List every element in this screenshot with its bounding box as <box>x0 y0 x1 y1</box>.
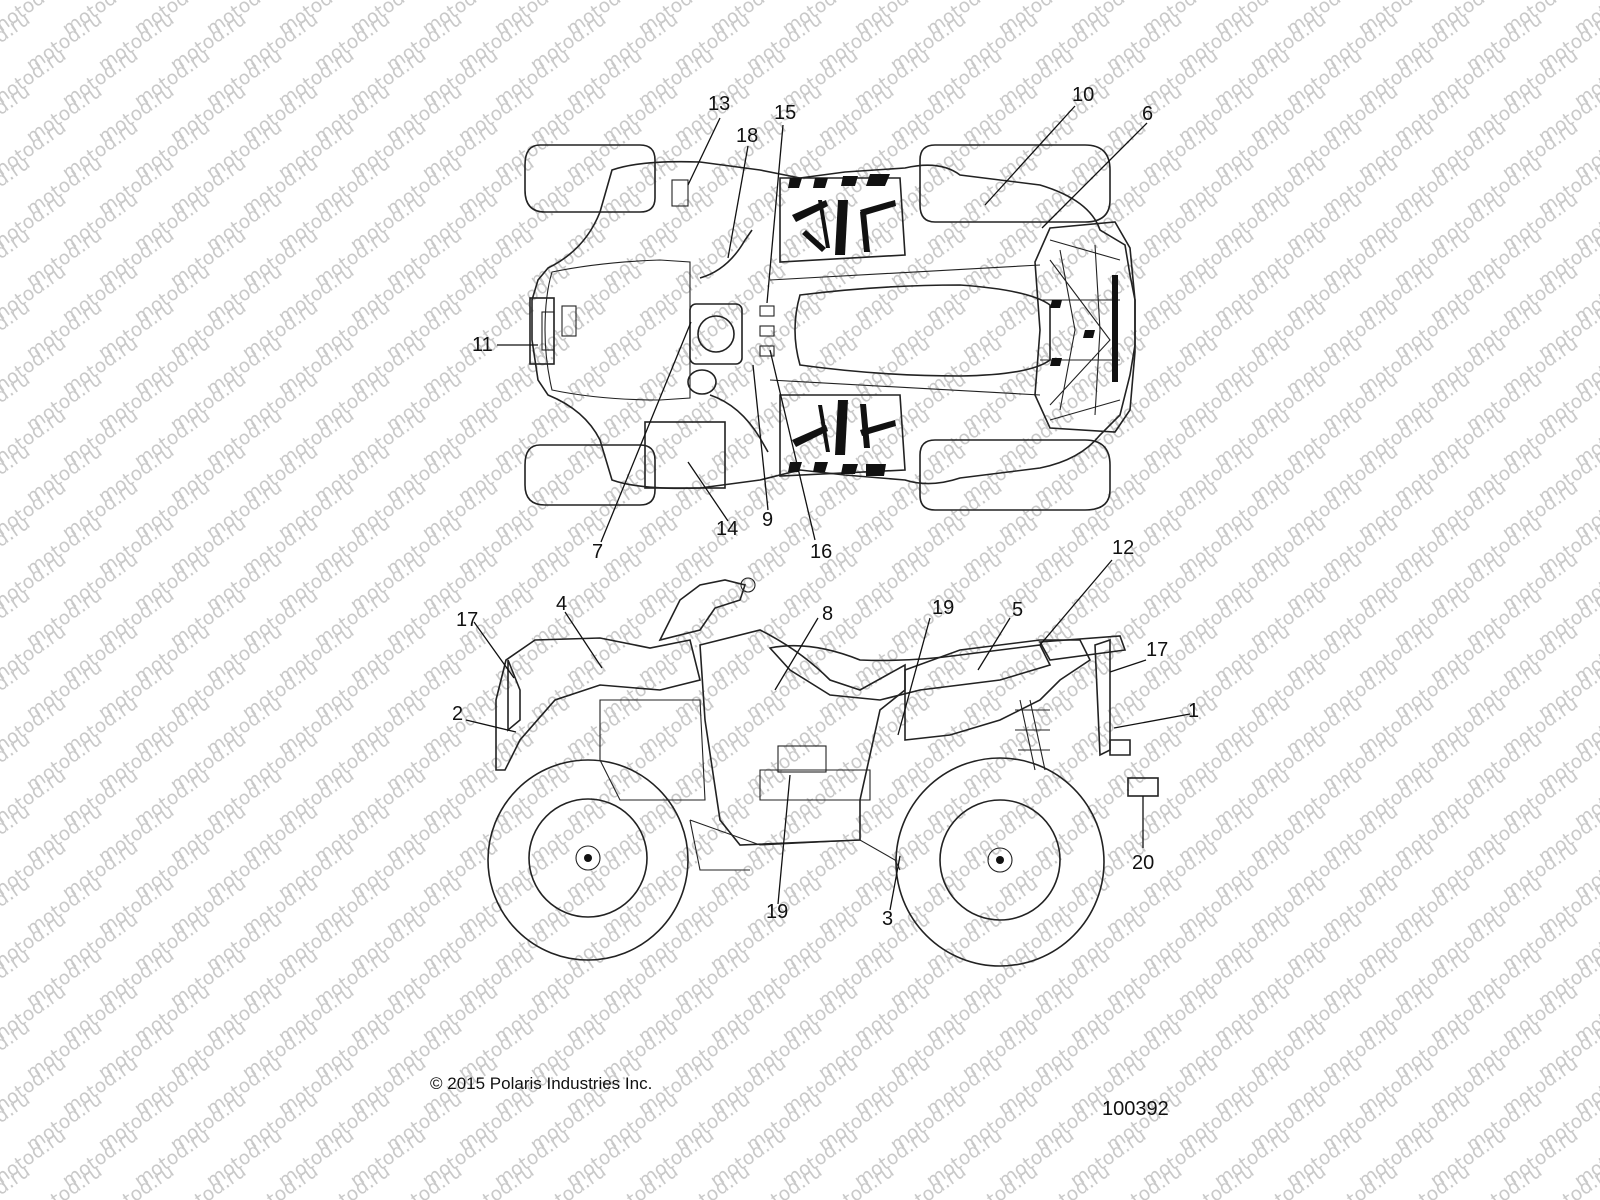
drawing-number: 100392 <box>1102 1098 1169 1120</box>
callout-14: 14 <box>716 518 738 540</box>
callout-8: 8 <box>822 603 833 625</box>
callout-2: 2 <box>452 703 463 725</box>
callout-18: 18 <box>736 125 758 147</box>
callout-9: 9 <box>762 509 773 531</box>
rear-light <box>1109 739 1131 756</box>
callout-3: 3 <box>882 908 893 930</box>
callout-20: 20 <box>1132 852 1154 874</box>
callout-17-right: 17 <box>1146 639 1168 661</box>
callout-10: 10 <box>1072 84 1094 106</box>
callout-15: 15 <box>774 102 796 124</box>
decal-15 <box>759 305 775 317</box>
callout-1: 1 <box>1188 700 1199 722</box>
callout-12: 12 <box>1112 537 1134 559</box>
callout-11: 11 <box>472 334 493 356</box>
callout-19-top: 19 <box>932 597 954 619</box>
callout-16: 16 <box>810 541 832 563</box>
callout-5: 5 <box>1012 599 1023 621</box>
callout-13: 13 <box>708 93 730 115</box>
callout-19-bottom: 19 <box>766 901 788 923</box>
callout-17-left: 17 <box>456 609 478 631</box>
callout-4: 4 <box>556 593 567 615</box>
callout-6: 6 <box>1142 103 1153 125</box>
copyright-notice: © 2015 Polaris Industries Inc. <box>430 1074 653 1093</box>
callout-7: 7 <box>592 541 603 563</box>
